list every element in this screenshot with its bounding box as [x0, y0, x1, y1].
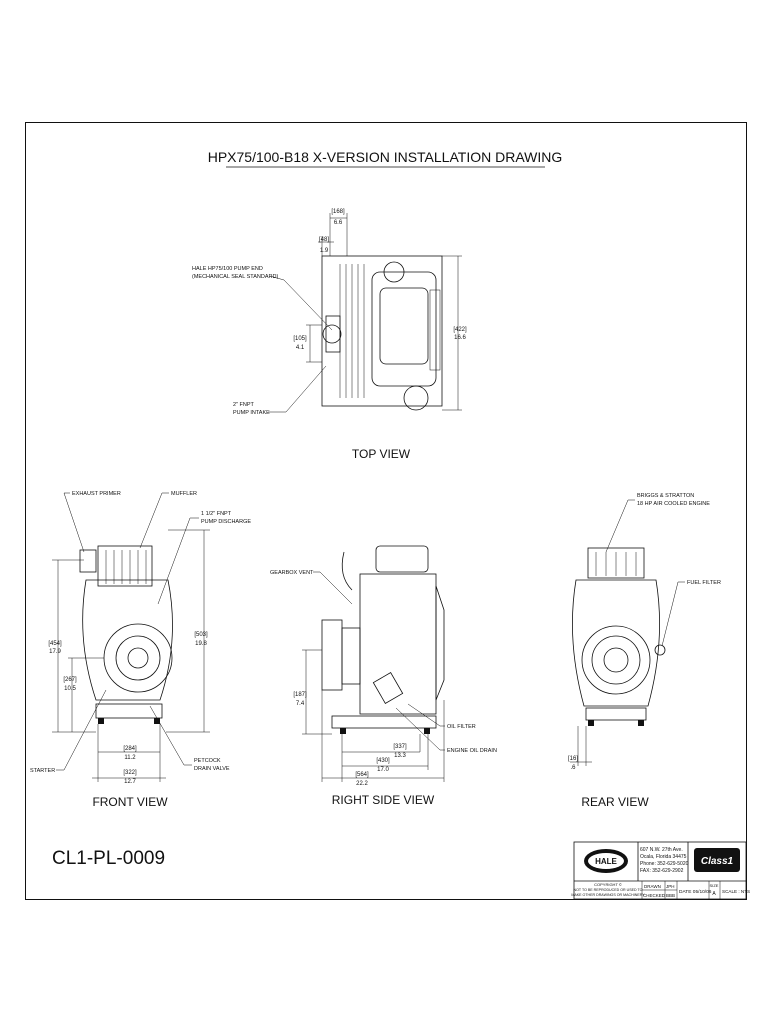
- dim-front-center-in: 10.5: [64, 686, 76, 692]
- dim-front-total-in: 19.8: [195, 641, 207, 647]
- dim-top-width-in: 6.6: [334, 220, 343, 226]
- dim-top-intake-mm: [105]: [293, 336, 307, 342]
- dim-top-height-in: 16.6: [454, 335, 466, 341]
- address-line-4: FAX: 352-629-2902: [640, 868, 684, 874]
- reproduction-notice-2: MAKE OTHER DRAWINGS OR MACHINERY: [571, 893, 645, 897]
- dim-front-base2-in: 12.7: [124, 779, 136, 785]
- dim-side-w1-in: 13.3: [394, 753, 406, 759]
- drawing-title: HPX75/100-B18 X-VERSION INSTALLATION DRA…: [208, 149, 563, 165]
- dim-side-height-in: 7.4: [296, 701, 305, 707]
- callout-discharge-2: PUMP DISCHARGE: [201, 519, 251, 525]
- drawing-sheet-border: [25, 122, 747, 900]
- dim-side-w2-mm: [430]: [376, 758, 390, 764]
- dim-side-height-mm: [187]: [293, 692, 307, 698]
- dim-front-center-mm: [267]: [63, 677, 77, 683]
- reproduction-notice-1: NOT TO BE REPRODUCED OR USED TO: [574, 888, 643, 892]
- dim-front-base1-mm: [284]: [123, 746, 137, 752]
- right-side-view-label: RIGHT SIDE VIEW: [332, 793, 435, 807]
- dim-top-width-mm: [168]: [331, 209, 345, 215]
- dim-side-w2-in: 17.0: [377, 767, 389, 773]
- dim-top-small-mm: [48]: [319, 237, 329, 243]
- checked-value: BBB: [666, 893, 675, 898]
- hale-logo: HALE: [595, 857, 617, 866]
- drawn-value: JPH: [666, 884, 675, 889]
- size-label: SIZE: [710, 883, 719, 888]
- dim-top-intake-in: 4.1: [296, 345, 305, 351]
- rear-view-drawing: [572, 547, 666, 726]
- scale-field: SCALE : NTS: [722, 889, 750, 894]
- callout-oil-filter: OIL FILTER: [447, 724, 476, 730]
- dim-front-total-mm: [503]: [194, 632, 208, 638]
- dim-front-height-mm: [454]: [48, 641, 62, 647]
- dim-front-height-in: 17.9: [49, 649, 61, 655]
- drawing-number: CL1-PL-0009: [52, 848, 165, 869]
- front-view-drawing: [79, 545, 173, 724]
- dim-side-w3-mm: [564]: [355, 772, 369, 778]
- callout-engine-oil-drain: ENGINE OIL DRAIN: [447, 748, 497, 754]
- callout-engine-2: 18 HP AIR COOLED ENGINE: [637, 501, 710, 507]
- callout-pump-end-2: (MECHANICAL SEAL STANDARD): [192, 274, 278, 280]
- callout-pump-intake-1: 2" FNPT: [233, 402, 255, 408]
- address-line-3: Phone: 352-629-5020: [640, 861, 689, 867]
- copyright-notice: COPYRIGHT ©: [594, 882, 622, 887]
- top-view-label: TOP VIEW: [352, 447, 411, 461]
- size-value: A: [712, 891, 716, 897]
- callout-gearbox-vent: GEARBOX VENT: [270, 570, 314, 576]
- dim-front-base1-in: 11.2: [124, 755, 136, 761]
- callout-petcock-2: DRAIN VALVE: [194, 766, 230, 772]
- title-block: [573, 841, 747, 900]
- callout-pump-intake-2: PUMP INTAKE: [233, 410, 270, 416]
- callout-starter: STARTER: [30, 768, 55, 774]
- callout-muffler: MUFFLER: [171, 491, 197, 497]
- right-side-view-drawing: [321, 545, 445, 734]
- dim-top-small-in: 1.9: [320, 248, 329, 254]
- address-line-1: 607 N.W. 27th Ave.: [640, 847, 683, 853]
- top-view-drawing: [321, 255, 443, 411]
- rear-view-label: REAR VIEW: [581, 795, 649, 809]
- drawn-label: DRAWN: [644, 884, 661, 889]
- dim-top-height-mm: [422]: [453, 327, 467, 333]
- date-field: DATE 05/10/06: [679, 889, 712, 895]
- callout-exhaust-primer: EXHAUST PRIMER: [72, 491, 121, 497]
- dim-front-base2-mm: [322]: [123, 770, 137, 776]
- callout-pump-end-1: HALE HP75/100 PUMP END: [192, 266, 263, 272]
- dim-side-w3-in: 22.2: [356, 781, 368, 787]
- dim-rear-foot-mm: [16]: [568, 756, 578, 762]
- callout-petcock-1: PETCOCK: [194, 758, 221, 764]
- front-view-label: FRONT VIEW: [92, 795, 168, 809]
- class1-logo: Class1: [701, 856, 734, 867]
- callout-discharge-1: 1 1/2" FNPT: [201, 511, 232, 517]
- callout-fuel-filter: FUEL FILTER: [687, 580, 721, 586]
- dim-rear-foot-in: .6: [570, 765, 576, 771]
- dim-side-w1-mm: [337]: [393, 744, 407, 750]
- callout-engine-1: BRIGGS & STRATTON: [637, 493, 694, 499]
- checked-label: CHECKED: [643, 893, 666, 898]
- address-line-2: Ocala, Florida 34475: [640, 854, 687, 860]
